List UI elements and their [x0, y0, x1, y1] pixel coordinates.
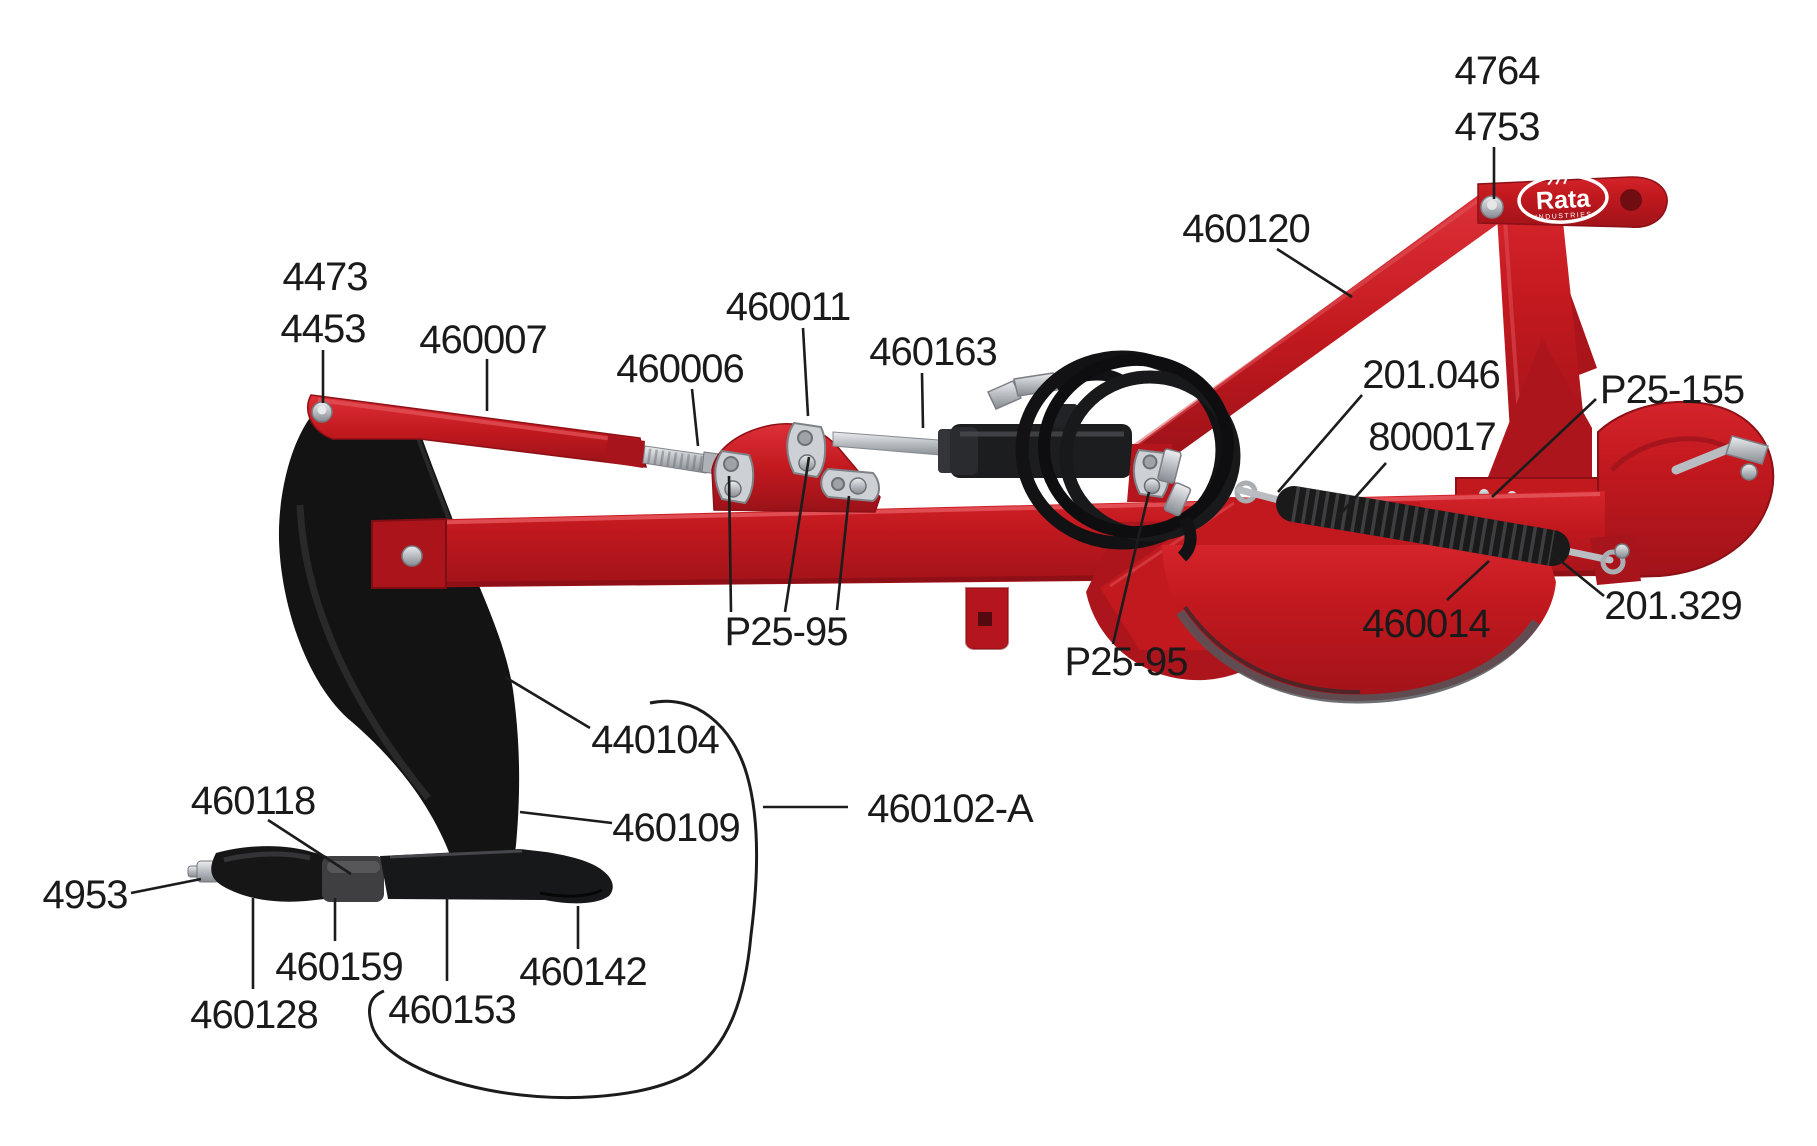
mast: Rata INDUSTRIES: [1455, 173, 1668, 519]
pivot-bracket: [711, 421, 881, 513]
leader-line-P25-95: [783, 456, 811, 613]
leader-lines: [130, 147, 1605, 989]
clevis-left-bolt: [724, 480, 742, 498]
logo-subtext: INDUSTRIES: [1535, 211, 1593, 221]
clevis-right: [820, 467, 880, 503]
ripper-leg: [278, 419, 520, 860]
clevis-right-bolt: [849, 477, 867, 495]
leader-line-460014: [1446, 560, 1490, 601]
point-cone: [211, 846, 334, 902]
spring-rear-eye: [1600, 549, 1626, 575]
rata-logo: Rata INDUSTRIES: [1517, 173, 1609, 224]
tab-hole: [978, 612, 992, 626]
front-disc: [1162, 545, 1556, 702]
clevis-left: [714, 449, 755, 505]
top-link-arm: [306, 394, 647, 468]
mast-top-link-bar: [1120, 196, 1506, 472]
disc-shields: [1086, 497, 1556, 704]
leader-line-460163: [920, 372, 925, 429]
leader-line-460006: [690, 388, 700, 447]
hydraulic-hoses: [986, 350, 1241, 562]
ram-rod: [832, 431, 953, 457]
leader-line-4953: [130, 877, 202, 895]
spring-assembly: [1234, 480, 1641, 585]
leader-line-460011: [801, 327, 810, 417]
leader-line-440104: [504, 675, 591, 730]
assembly-curve: [368, 699, 759, 1099]
logo-text: Rata: [1535, 185, 1592, 216]
leader-line-P25-155: [1491, 398, 1597, 498]
arm-clamp: [606, 435, 645, 468]
mast-gusset: [1476, 338, 1592, 508]
leader-line-460120: [1276, 247, 1353, 299]
tail-skid: [1597, 400, 1775, 580]
leader-line-201.046: [1277, 394, 1363, 493]
leader-line-201.329: [1550, 551, 1605, 598]
leader-line-460118: [267, 818, 352, 876]
leader-line-800017: [1335, 462, 1387, 520]
head-plate-hole: [1620, 189, 1642, 211]
leader-line-P25-95: [835, 495, 851, 611]
leader-line-P25-95: [727, 475, 733, 613]
hose-fitting-elbow: [986, 380, 1023, 410]
disc-rim: [1176, 609, 1540, 704]
leader-line-P25-95: [1111, 491, 1151, 645]
beam-end-bolt: [401, 545, 423, 567]
shoe-body: [380, 849, 613, 904]
share-point-assembly: [187, 846, 613, 904]
clevis-middle: [786, 421, 827, 479]
leader-line-460109: [519, 810, 613, 825]
hydraulic-ram: [832, 404, 1177, 502]
